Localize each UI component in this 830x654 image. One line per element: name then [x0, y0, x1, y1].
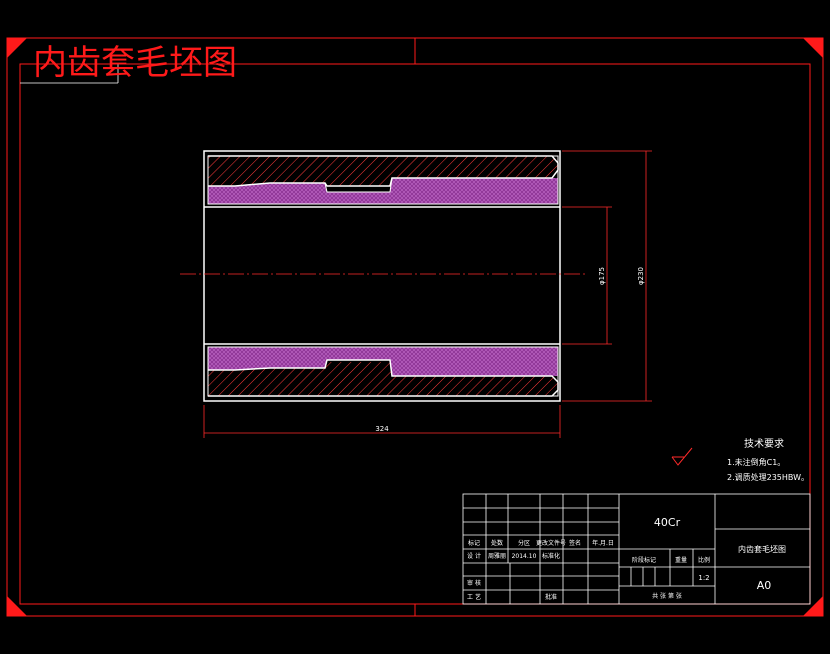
header-cell-count: 处数: [491, 539, 503, 547]
dimension-outer-diameter: φ230: [637, 267, 645, 285]
sheet-count-label: 共 张 第 张: [652, 592, 682, 600]
upper-hatch-red: [208, 156, 558, 186]
header-cell-date: 年.月.日: [592, 539, 614, 547]
header-cell-change-doc: 更改文件号: [536, 539, 566, 547]
dimension-length: 324: [375, 425, 389, 433]
dimension-inner-diameter: φ175: [598, 267, 606, 285]
stage-mark-label: 阶段标记: [632, 556, 656, 564]
process-label: 工 艺: [467, 593, 481, 601]
dimension-lines: [203, 150, 652, 438]
design-label: 设 计: [467, 552, 481, 560]
scale-label: 比例: [698, 556, 710, 564]
material-label: 40Cr: [654, 516, 681, 529]
header-cell-signature: 签名: [569, 539, 581, 547]
drawing-title: 内齿套毛坯图: [33, 43, 237, 83]
standardization-label: 标准化: [542, 552, 560, 560]
lower-hatch-red: [208, 362, 558, 396]
part-name-label: 内齿套毛坯图: [738, 544, 786, 554]
header-cell-zone: 分区: [518, 539, 530, 547]
design-date: 2014.10: [512, 553, 537, 560]
upper-hatch-purple: [208, 178, 558, 204]
tech-requirement-2: 2.调质处理235HBW。: [727, 472, 809, 482]
scale-value: 1:2: [698, 574, 709, 582]
surface-roughness-icon: [671, 447, 693, 466]
tech-requirements-heading: 技术要求: [744, 437, 784, 450]
title-block: 40Cr 内齿套毛坯图 A0 1:2 标记 处数 分区 更改文件号 签名 年.月…: [462, 493, 811, 605]
approve-label: 批准: [545, 593, 557, 601]
corner-markers: [7, 38, 823, 616]
designer-name: 周雅丽: [488, 552, 506, 560]
tech-requirement-1: 1.未注倒角C1。: [727, 457, 785, 467]
review-label: 审 核: [467, 579, 481, 587]
drawing-number-label: A0: [757, 579, 772, 592]
part-section-view: [180, 150, 588, 402]
lower-hatch-purple: [208, 347, 558, 376]
header-cell-mark: 标记: [468, 539, 480, 547]
drawing-frame: [6, 37, 824, 617]
weight-label: 重量: [675, 556, 687, 564]
